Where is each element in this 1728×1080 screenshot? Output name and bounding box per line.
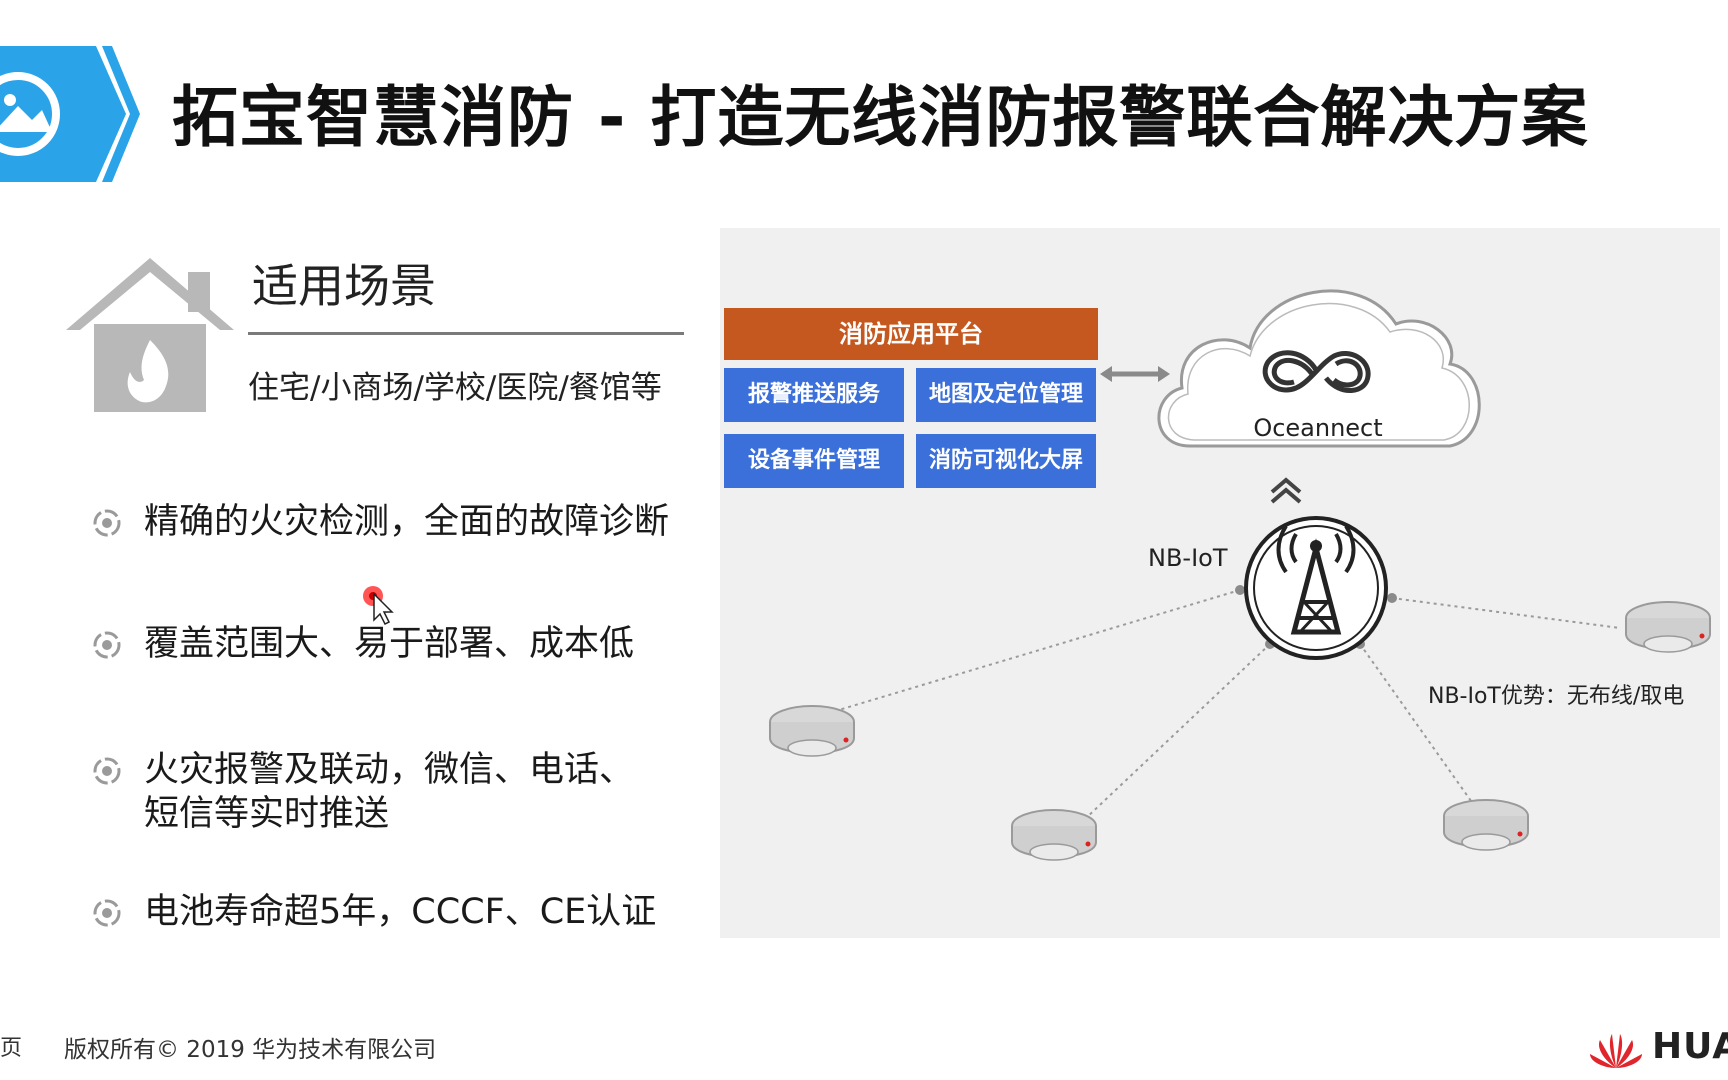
- service-box-device-events: 设备事件管理: [724, 434, 904, 488]
- bullet-text: 精确的火灾检测，全面的故障诊断: [144, 502, 670, 542]
- bullet-icon: [93, 631, 121, 659]
- bullet-text: 覆盖范围大、易于部署、成本低: [144, 624, 635, 664]
- copyright-text: 版权所有© 2019 华为技术有限公司: [64, 1037, 437, 1063]
- smoke-detector-icon: [1625, 601, 1711, 653]
- service-box-map-location: 地图及定位管理: [916, 368, 1096, 422]
- double-arrow-icon: [1100, 366, 1170, 382]
- bullet-icon: [93, 509, 121, 537]
- huawei-logo-icon: [1590, 1034, 1642, 1068]
- bullet-text: 电池寿命超5年，CCCF、CE认证: [144, 892, 657, 932]
- mouse-cursor-icon: [363, 586, 394, 626]
- scenario-text: 住宅/小商场/学校/医院/餐馆等: [248, 370, 662, 406]
- page-marker: 页: [0, 1036, 23, 1061]
- bullet-icon: [93, 757, 121, 785]
- service-box-alarm-push: 报警推送服务: [724, 368, 904, 422]
- cloud-label: Oceannect: [1253, 414, 1383, 442]
- scenario-divider: [248, 332, 684, 335]
- base-station-icon: [1244, 516, 1388, 660]
- tower-label: NB-IoT: [1148, 544, 1228, 572]
- smoke-detector-icon: [769, 705, 855, 757]
- platform-title: 消防应用平台: [724, 308, 1098, 360]
- smoke-detector-icon: [1443, 799, 1529, 851]
- network-diagram: [769, 289, 1711, 861]
- service-box-visual-screen: 消防可视化大屏: [916, 434, 1096, 488]
- image-badge-icon: [0, 46, 140, 182]
- scenario-title: 适用场景: [252, 259, 436, 313]
- bullet-icon: [93, 899, 121, 927]
- brand-wordmark: HUAWEI: [1652, 1026, 1728, 1067]
- bullet-text: 火灾报警及联动，微信、电话、短信等实时推送: [144, 750, 635, 834]
- oceanconnect-logo-icon: [1262, 350, 1371, 393]
- page-title: 拓宝智慧消防 - 打造无线消防报警联合解决方案: [172, 79, 1589, 156]
- smoke-detector-icon: [1011, 809, 1097, 861]
- house-fire-icon: [66, 258, 234, 412]
- connection-lines: [811, 589, 1621, 821]
- chevron-up-icon: [1270, 477, 1302, 504]
- advantage-label: NB-IoT优势：无布线/取电: [1428, 684, 1685, 709]
